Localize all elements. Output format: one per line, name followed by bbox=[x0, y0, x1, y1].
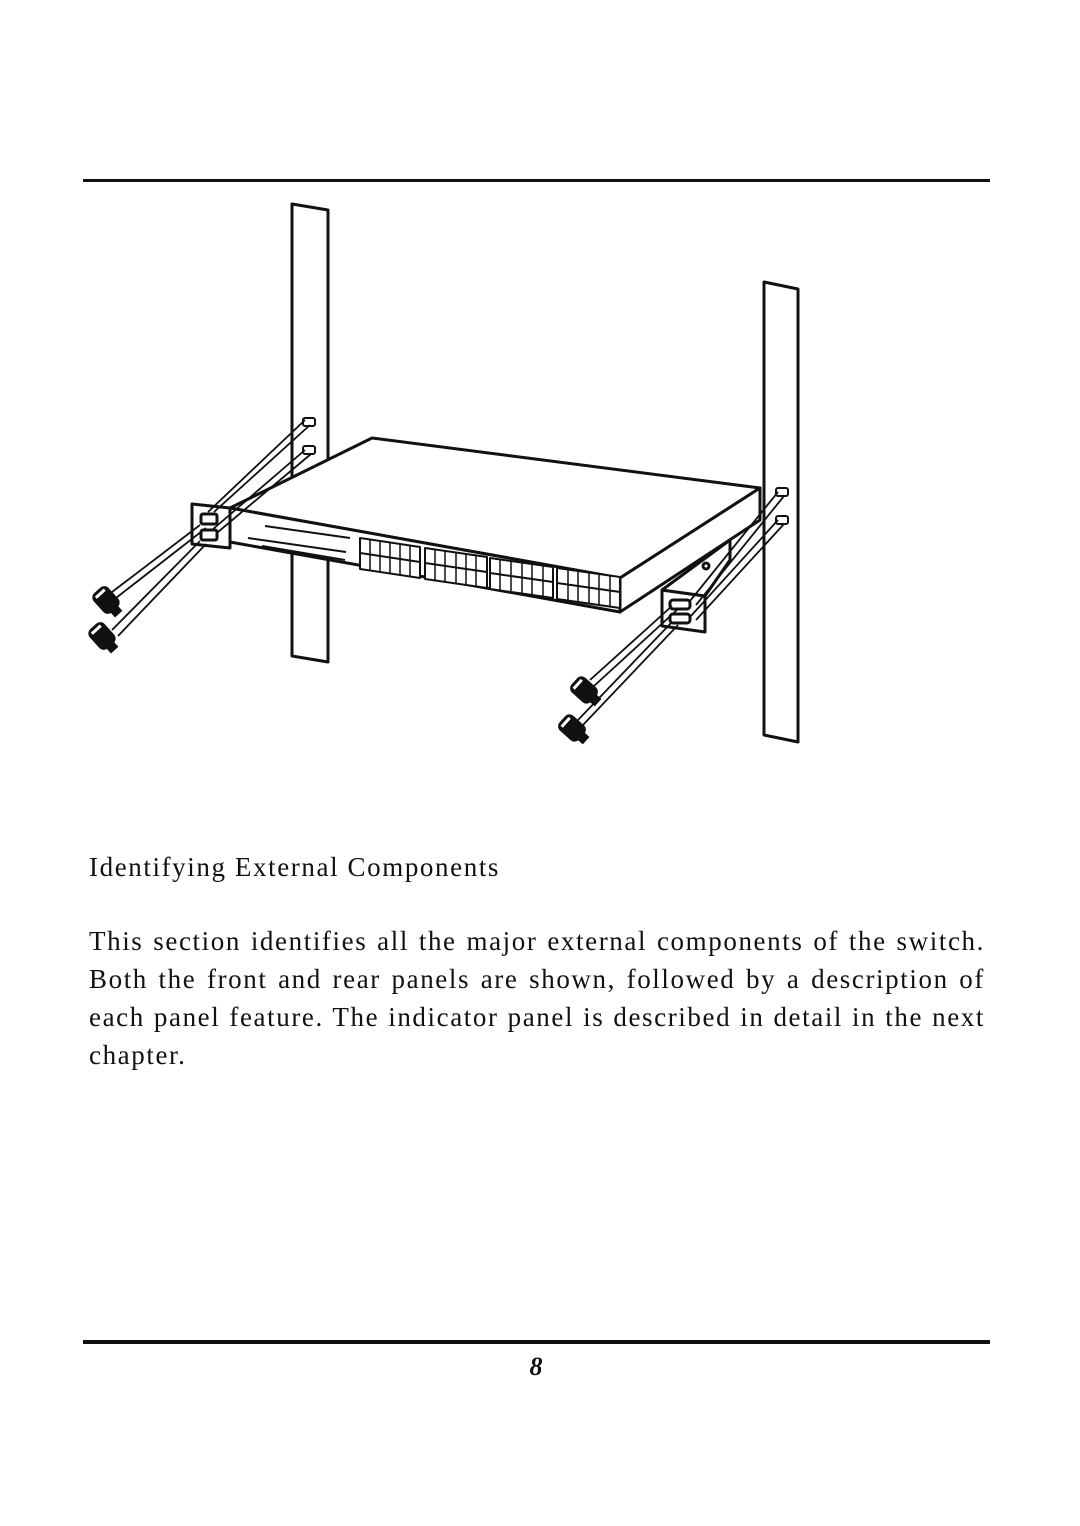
header-rule bbox=[83, 179, 990, 182]
network-switch-icon bbox=[228, 436, 762, 614]
page-number: 8 bbox=[529, 1352, 543, 1381]
screw-icon bbox=[88, 586, 602, 745]
section-heading: Identifying External Components bbox=[89, 852, 501, 882]
left-rack-post-icon bbox=[290, 202, 330, 664]
right-rack-post-icon bbox=[762, 280, 800, 744]
body-paragraph: This section identifies all the major ex… bbox=[89, 926, 985, 1070]
right-mounting-bracket-icon bbox=[660, 538, 732, 634]
rack-mount-illustration bbox=[88, 202, 800, 745]
footer-rule bbox=[83, 1340, 990, 1344]
